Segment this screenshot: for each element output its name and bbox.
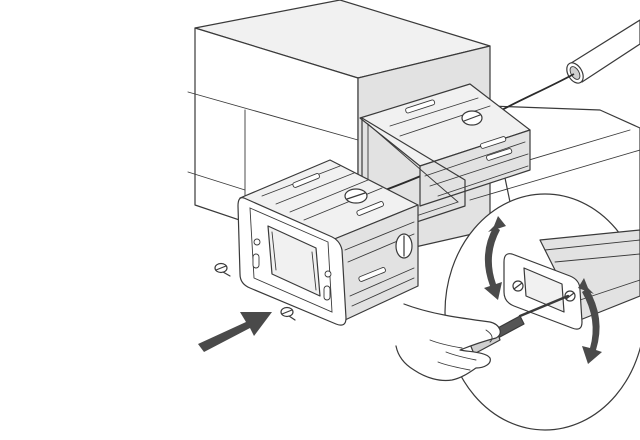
hand-icon	[395, 303, 501, 382]
screw-icon	[214, 262, 231, 277]
detail-callout	[444, 193, 640, 431]
device-housing	[237, 159, 419, 326]
push-arrow-icon	[198, 312, 272, 352]
screw-icon	[280, 306, 296, 321]
rotate-arrow-icon	[484, 216, 506, 300]
rotate-arrow-icon	[578, 278, 602, 364]
